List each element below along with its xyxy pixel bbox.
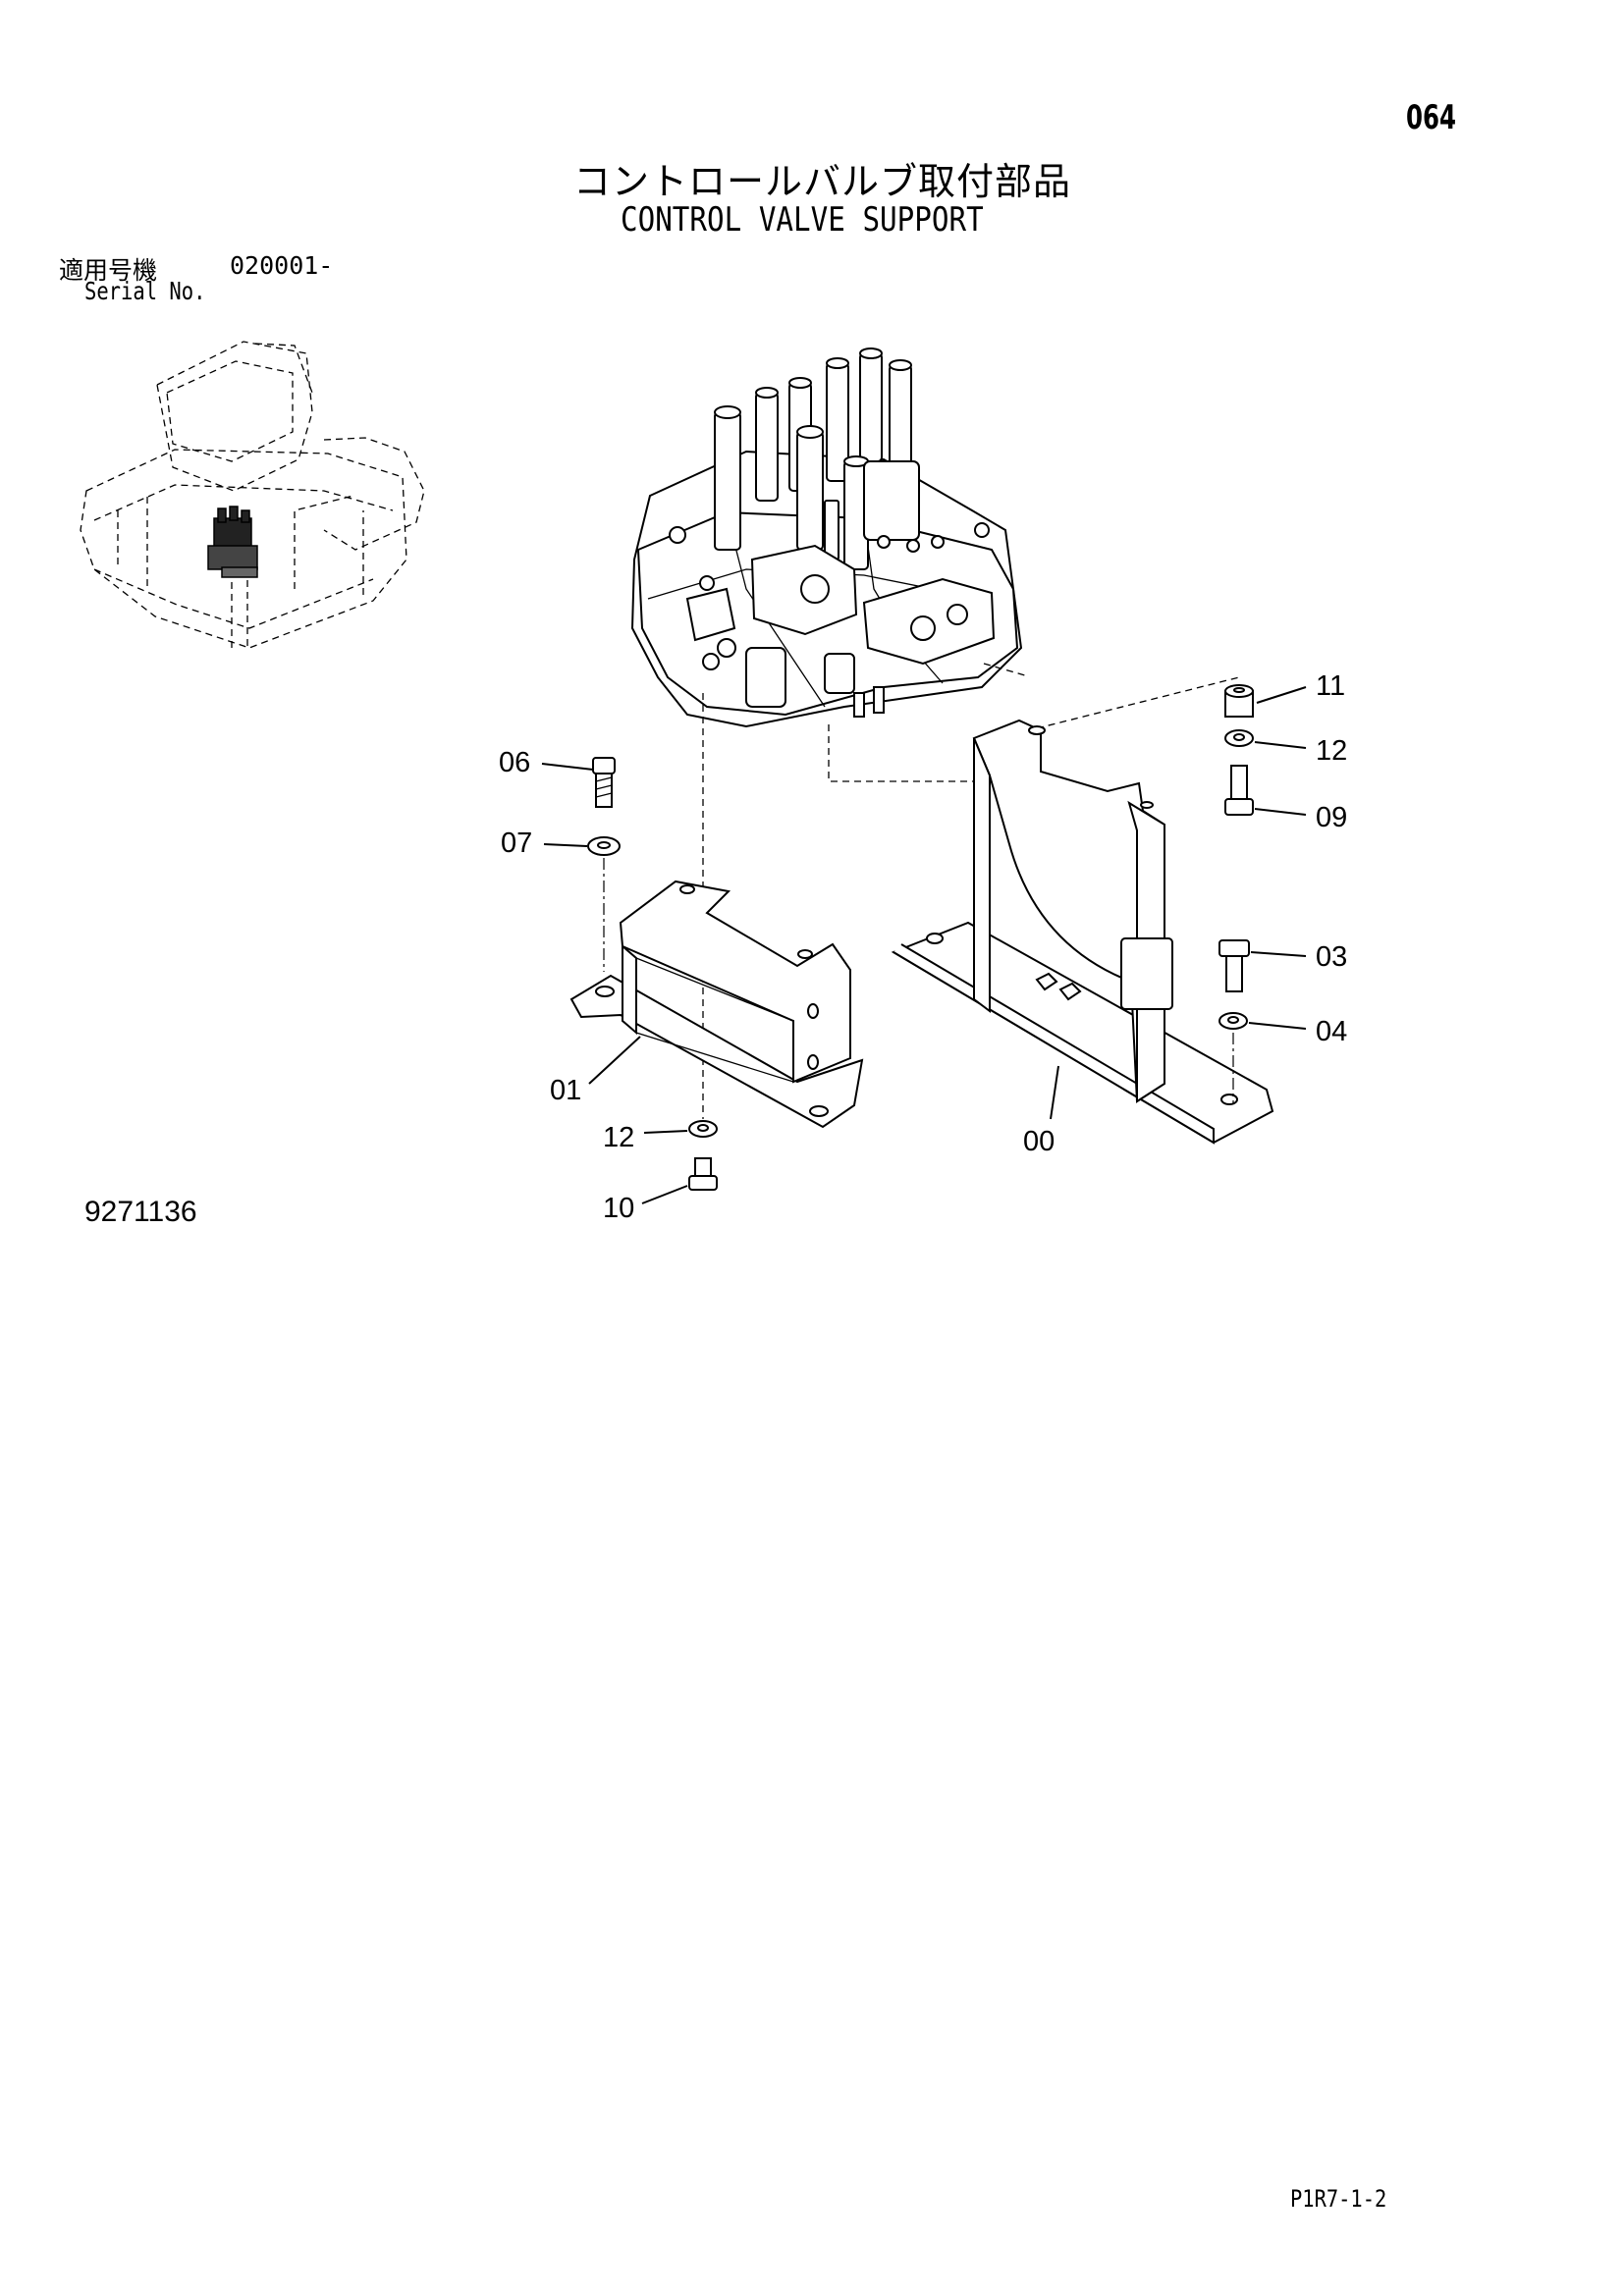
serial-label-english: Serial No. [84, 277, 206, 305]
callout-12-upper: 12 [1316, 735, 1347, 767]
bracket-00 [891, 719, 1274, 1145]
machine-locator-illustration [80, 341, 425, 649]
control-valve [630, 347, 1023, 728]
washer-12-lower [688, 1120, 718, 1138]
washer-12-upper [1224, 729, 1254, 747]
page-code: P1R7-1-2 [1290, 2185, 1387, 2213]
figure-number: 9271136 [84, 1196, 197, 1228]
washer-04 [1218, 1012, 1248, 1030]
page-title-japanese: コントロールバルブ取付部品 [573, 160, 1072, 203]
callout-01: 01 [550, 1075, 581, 1106]
callout-06: 06 [499, 747, 530, 778]
callout-00: 00 [1023, 1126, 1055, 1157]
leader-lines [541, 686, 1307, 1204]
bolt-06 [592, 757, 616, 808]
bolt-09 [1224, 765, 1254, 816]
callout-07: 07 [501, 828, 532, 859]
callout-04: 04 [1316, 1016, 1347, 1047]
bolt-03 [1218, 939, 1250, 992]
page-title-english: CONTROL VALVE SUPPORT [621, 200, 984, 240]
callout-03: 03 [1316, 941, 1347, 973]
bracket-01 [569, 880, 864, 1129]
callout-09: 09 [1316, 802, 1347, 833]
bolt-10 [688, 1157, 718, 1191]
serial-range: 020001- [230, 251, 334, 280]
callout-11: 11 [1316, 670, 1345, 702]
callout-12-lower: 12 [603, 1122, 634, 1153]
nut-11 [1224, 684, 1254, 718]
page-number: 064 [1406, 98, 1457, 137]
washer-07 [587, 836, 621, 856]
serial-label-japanese: 適用号機 [59, 256, 158, 285]
callout-10: 10 [603, 1193, 634, 1224]
